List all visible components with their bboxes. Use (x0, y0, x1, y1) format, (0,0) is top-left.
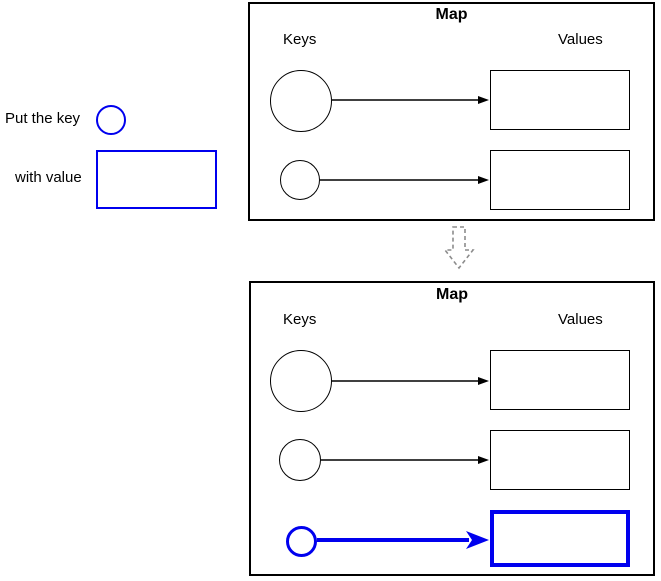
value-rect-after-3-highlighted (490, 510, 630, 567)
mapping-arrow-highlighted-icon (317, 531, 489, 549)
put-key-label: Put the key (5, 110, 81, 127)
new-key-circle (96, 105, 126, 135)
key-circle-before-2 (280, 160, 320, 200)
map-after-values-label: Values (558, 311, 603, 328)
mapping-arrow-icon (332, 377, 489, 385)
key-circle-before-1 (270, 70, 332, 132)
map-before-values-label: Values (558, 31, 603, 48)
value-rect-before-2 (490, 150, 630, 210)
key-circle-after-1 (270, 350, 332, 412)
key-circle-after-3-highlighted (286, 526, 317, 557)
value-rect-after-2 (490, 430, 630, 490)
map-after-title: Map (436, 286, 468, 303)
map-before-keys-label: Keys (283, 31, 317, 48)
map-after-keys-label: Keys (283, 311, 317, 328)
value-rect-before-1 (490, 70, 630, 130)
mapping-arrow-icon (321, 456, 489, 464)
mapping-arrow-icon (332, 96, 489, 104)
mapping-arrow-icon (320, 176, 489, 184)
value-rect-after-1 (490, 350, 630, 410)
transition-arrow-icon (443, 226, 475, 270)
with-value-label: with value (15, 169, 82, 186)
map-before-title: Map (435, 6, 468, 23)
new-value-rect (96, 150, 217, 209)
key-circle-after-2 (279, 439, 321, 481)
